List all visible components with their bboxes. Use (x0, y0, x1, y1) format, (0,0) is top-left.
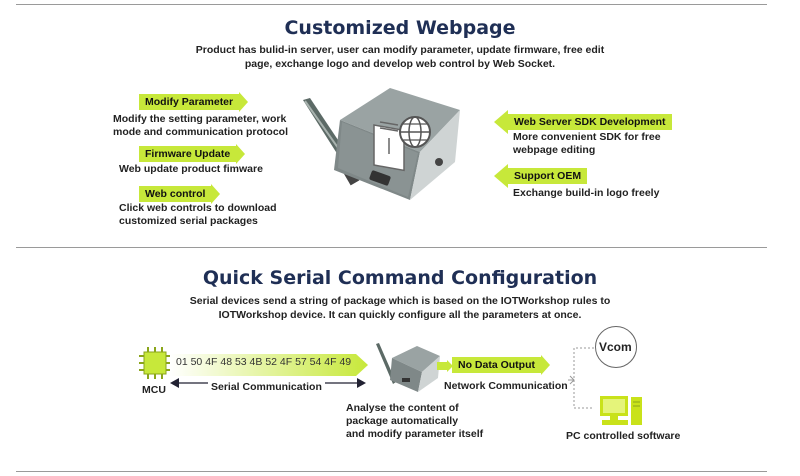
hex-string: 01 50 4F 48 53 4B 52 4F 57 54 4F 49 (176, 356, 352, 368)
tag-modify-parameter: Modify Parameter (139, 92, 249, 112)
section2-subtitle: Serial devices send a string of package … (150, 294, 650, 322)
mcu-label: MCU (142, 384, 166, 396)
section2-title: Quick Serial Command Configuration (202, 267, 598, 289)
chip-icon (139, 347, 171, 379)
section2-subtitle-line2: IOTWorkshop device. It can quickly confi… (218, 309, 582, 321)
globe-icon (399, 116, 431, 148)
network-communication-label: Network Communication (444, 380, 568, 392)
hex-arrow (170, 354, 368, 376)
analyse-line3: and modify parameter itself (346, 428, 484, 440)
bracket-connector (568, 347, 594, 409)
section1-subtitle-line1: Product has bulid-in server, user can mo… (195, 44, 605, 56)
section1-subtitle: Product has bulid-in server, user can mo… (150, 43, 650, 71)
device-small (376, 343, 440, 392)
pc-software-label: PC controlled software (566, 430, 681, 442)
vcom-label: Vcom (599, 340, 632, 354)
tag-web-control: Web control (139, 184, 222, 204)
desc-firmware-update: Web update product fimware (119, 163, 263, 175)
desc-support-oem: Exchange build-in logo freely (513, 187, 660, 199)
desc-web-control: Click web controls to download customize… (119, 202, 319, 228)
analyse-line2: package automatically (346, 415, 459, 427)
section2-subtitle-line1: Serial devices send a string of package … (189, 295, 611, 307)
tag-no-data-output: No Data Output (452, 355, 550, 375)
server-icon (334, 88, 460, 200)
pc-icon (600, 396, 642, 425)
device-illustration (303, 88, 460, 200)
serial-communication-label: Serial Communication (208, 381, 325, 393)
no-data-arrow (437, 360, 453, 372)
divider-bottom (16, 471, 767, 472)
desc-web-control-line1: Click web controls to download (119, 202, 277, 214)
tag-support-oem: Support OEM (493, 164, 588, 188)
desc-web-server-sdk: More convenient SDK for free webpage edi… (513, 131, 713, 157)
desc-modify-parameter-line2: mode and communication protocol (113, 126, 289, 138)
divider-middle (16, 247, 767, 248)
desc-modify-parameter: Modify the setting parameter, work mode … (113, 113, 313, 139)
analyse-line1: Analyse the content of (346, 402, 459, 414)
desc-web-server-sdk-line2: webpage editing (513, 144, 596, 156)
divider-top (16, 4, 767, 5)
analyse-text: Analyse the content of package automatic… (346, 402, 526, 441)
section1-subtitle-line2: page, exchange logo and develop web cont… (244, 58, 556, 70)
vcom-circle (595, 326, 637, 368)
tag-web-server-sdk: Web Server SDK Development (494, 110, 672, 134)
tag-firmware-update: Firmware Update (139, 144, 246, 164)
desc-web-server-sdk-line1: More convenient SDK for free (513, 131, 661, 143)
desc-modify-parameter-line1: Modify the setting parameter, work (113, 113, 287, 125)
desc-web-control-line2: customized serial packages (119, 215, 258, 227)
section1-title: Customized Webpage (284, 17, 516, 39)
